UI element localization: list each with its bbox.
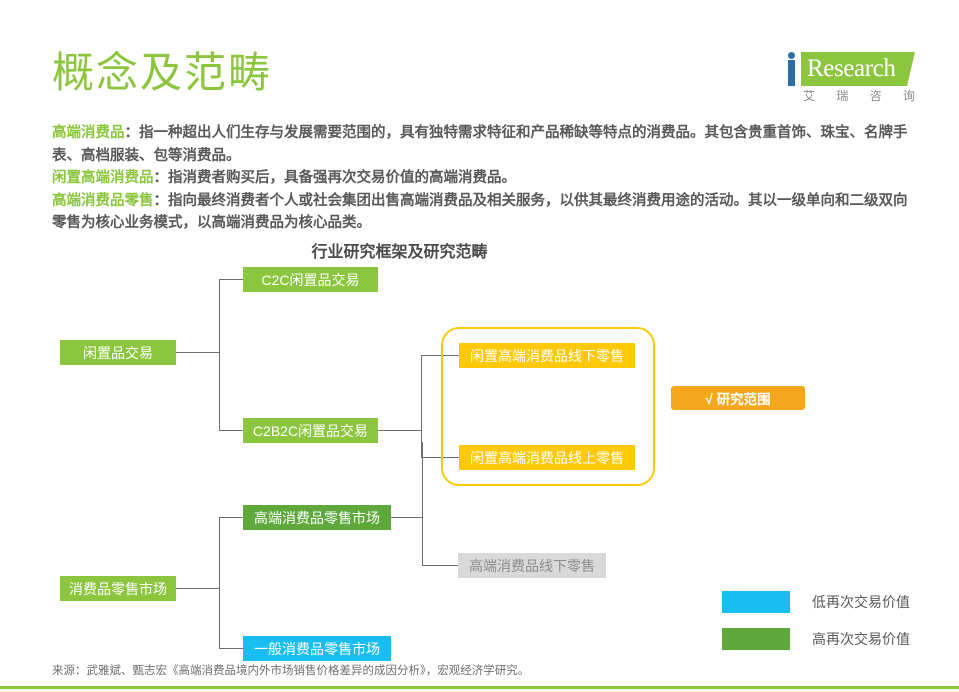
logo-i-stem-icon [788, 60, 795, 86]
logo-i-dot-icon [788, 52, 795, 59]
research-scope-outline [441, 327, 655, 486]
node-idle-trade[interactable]: 闲置品交易 [60, 340, 176, 365]
connector-consumer-retail-bracket [219, 517, 220, 649]
definition-separator-2: ： [153, 192, 169, 209]
definition-separator-1: ： [153, 170, 169, 186]
node-general-consumer-retail-market[interactable]: 一般消费品零售市场 [243, 636, 391, 661]
logo-subtitle: 艾 瑞 咨 询 [803, 89, 925, 103]
connector-yellow-bracket [421, 355, 422, 458]
connector-to-luxury-offline-retail [422, 565, 458, 566]
connector-luxury-retail-out [391, 517, 423, 518]
connector-idle-trade-out [176, 352, 220, 353]
node-idle-luxury-offline-retail[interactable]: 闲置高端消费品线下零售 [459, 343, 635, 368]
connector-to-luxury-retail-market [219, 517, 244, 518]
logo-wordmark: Research [807, 55, 896, 82]
node-c2c[interactable]: C2C闲置品交易 [243, 267, 378, 292]
connector-consumer-retail-out [176, 588, 220, 589]
iresearch-logo: Research 艾 瑞 咨 询 [785, 52, 915, 104]
definition-block: 高端消费品：指一种超出人们生存与发展需要范围的，具有独特需求特征和产品稀缺等特点… [52, 122, 914, 235]
source-note: 来源：武雅斌、甄志宏《高端消费品境内外市场销售价格差异的成因分析》，宏观经济学研… [52, 665, 530, 677]
connector-to-c2c [219, 279, 244, 280]
connector-to-c2b2c [219, 430, 244, 431]
definition-separator-0: ： [124, 125, 140, 141]
legend-label-high-resale-value: 高再次交易价值 [812, 631, 910, 647]
diagram-title: 行业研究框架及研究范畴 [0, 242, 959, 264]
definition-term-2: 高端消费品零售 [52, 192, 154, 209]
connector-to-idle-luxury-offline [421, 355, 459, 356]
page-title: 概念及范畴 [52, 49, 273, 96]
node-luxury-offline-retail[interactable]: 高端消费品线下零售 [458, 553, 606, 578]
research-scope-badge[interactable]: √ 研究范围 [671, 386, 805, 410]
node-luxury-retail-market[interactable]: 高端消费品零售市场 [243, 505, 391, 530]
logo-mark: Research [785, 52, 915, 86]
definition-term-0: 高端消费品 [52, 125, 125, 141]
node-consumer-retail-market[interactable]: 消费品零售市场 [60, 576, 176, 601]
legend-swatch-high-resale-value [722, 628, 790, 650]
node-idle-luxury-online-retail[interactable]: 闲置高端消费品线上零售 [459, 445, 635, 470]
connector-luxury-retail-bracket [422, 442, 423, 566]
connector-to-idle-luxury-online [421, 457, 459, 458]
logo-parallelogram-shape [801, 52, 915, 86]
footer-divider [0, 686, 959, 689]
legend-swatch-low-resale-value [722, 591, 790, 613]
definition-term-1: 闲置高端消费品 [52, 170, 154, 186]
definition-text-1: 指消费者购买后，具备强再次交易价值的高端消费品。 [168, 170, 516, 186]
node-c2b2c[interactable]: C2B2C闲置品交易 [243, 418, 378, 443]
definition-text-2: 指向最终消费者个人或社会集团出售高端消费品及相关服务，以供其最终消费用途的活动。… [52, 192, 908, 232]
diagram-title-text: 行业研究框架及研究范畴 [311, 244, 488, 261]
connector-c2b2c-out [378, 430, 422, 431]
definition-item-0: 高端消费品：指一种超出人们生存与发展需要范围的，具有独特需求特征和产品稀缺等特点… [52, 122, 914, 167]
connector-to-general-retail-market [219, 648, 244, 649]
legend-label-low-resale-value: 低再次交易价值 [812, 594, 910, 610]
definition-item-1: 闲置高端消费品：指消费者购买后，具备强再次交易价值的高端消费品。 [52, 167, 914, 190]
connector-idle-trade-bracket [219, 279, 220, 431]
definition-item-2: 高端消费品零售：指向最终消费者个人或社会集团出售高端消费品及相关服务，以供其最终… [52, 190, 914, 235]
definition-text-0: 指一种超出人们生存与发展需要范围的，具有独特需求特征和产品稀缺等特点的消费品。其… [52, 125, 908, 164]
